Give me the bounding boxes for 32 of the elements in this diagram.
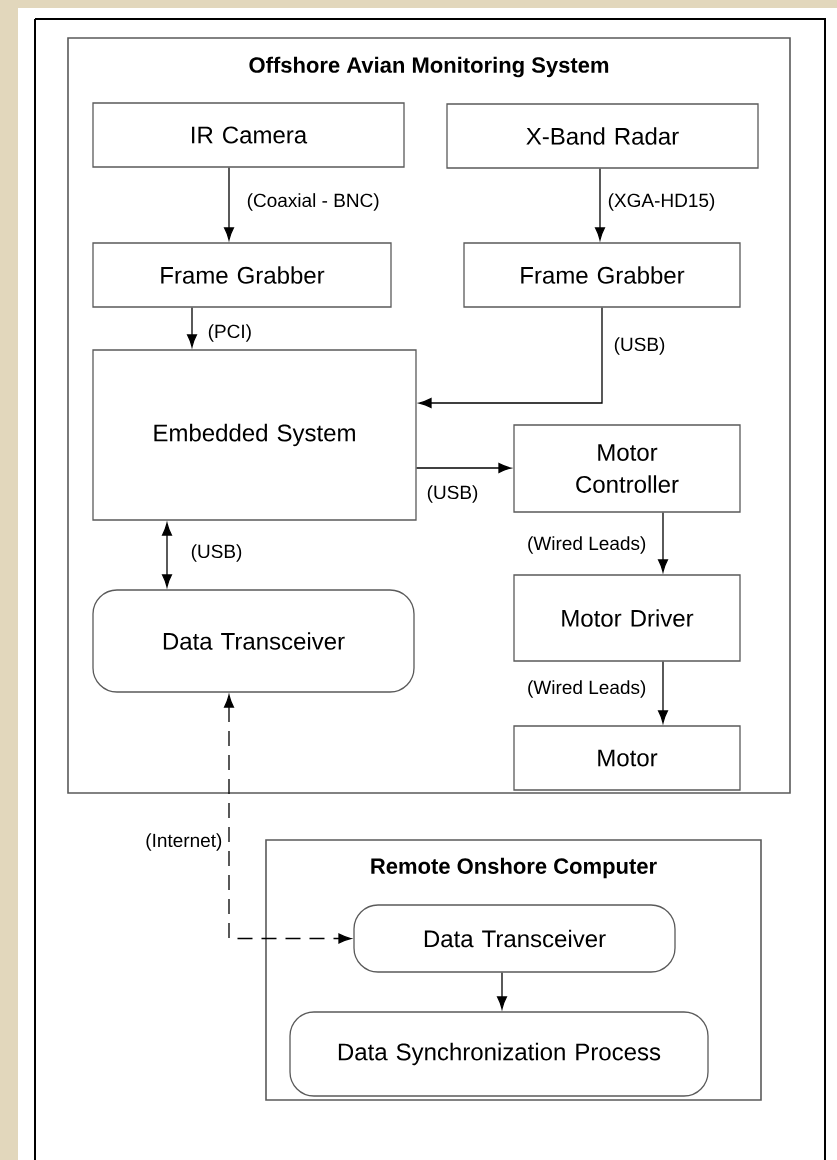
arrow [161,522,173,588]
edge-label: (Wired Leads) [526,535,648,555]
arrow [416,463,512,474]
edge-label: (PCI) [206,323,253,343]
arrow [594,168,606,241]
edge-label: (Coaxial - BNC) [245,192,381,212]
edge-label: (USB) [612,336,667,356]
arrow [657,512,669,573]
edge-label: (USB) [425,484,480,504]
process-box: IR Camera [92,102,405,168]
edge-label: (Internet) [144,832,224,852]
arrow [418,307,603,409]
arrow [496,972,508,1010]
edge-label: (XGA-HD15) [606,192,717,212]
rounded-box: Data Synchronization Process [289,1011,709,1097]
process-box: Frame Grabber [92,242,392,308]
arrow [223,167,235,241]
arrow [223,694,352,944]
process-box: Motor [513,725,741,791]
rounded-box: Data Transceiver [92,589,415,693]
process-box: Frame Grabber [463,242,741,308]
arrow [657,661,669,724]
edge-label: (Wired Leads) [526,679,648,699]
arrow [186,307,198,348]
rounded-box: Data Transceiver [353,904,676,973]
edge-label: (USB) [189,543,244,563]
group-title: Offshore Avian Monitoring System [249,56,609,78]
process-box: X-Band Radar [446,103,759,169]
process-box: Motor Driver [513,574,741,662]
process-box: Embedded System [92,349,417,521]
group-title: Remote Onshore Computer [371,857,657,879]
process-box: Motor Controller [513,424,741,513]
